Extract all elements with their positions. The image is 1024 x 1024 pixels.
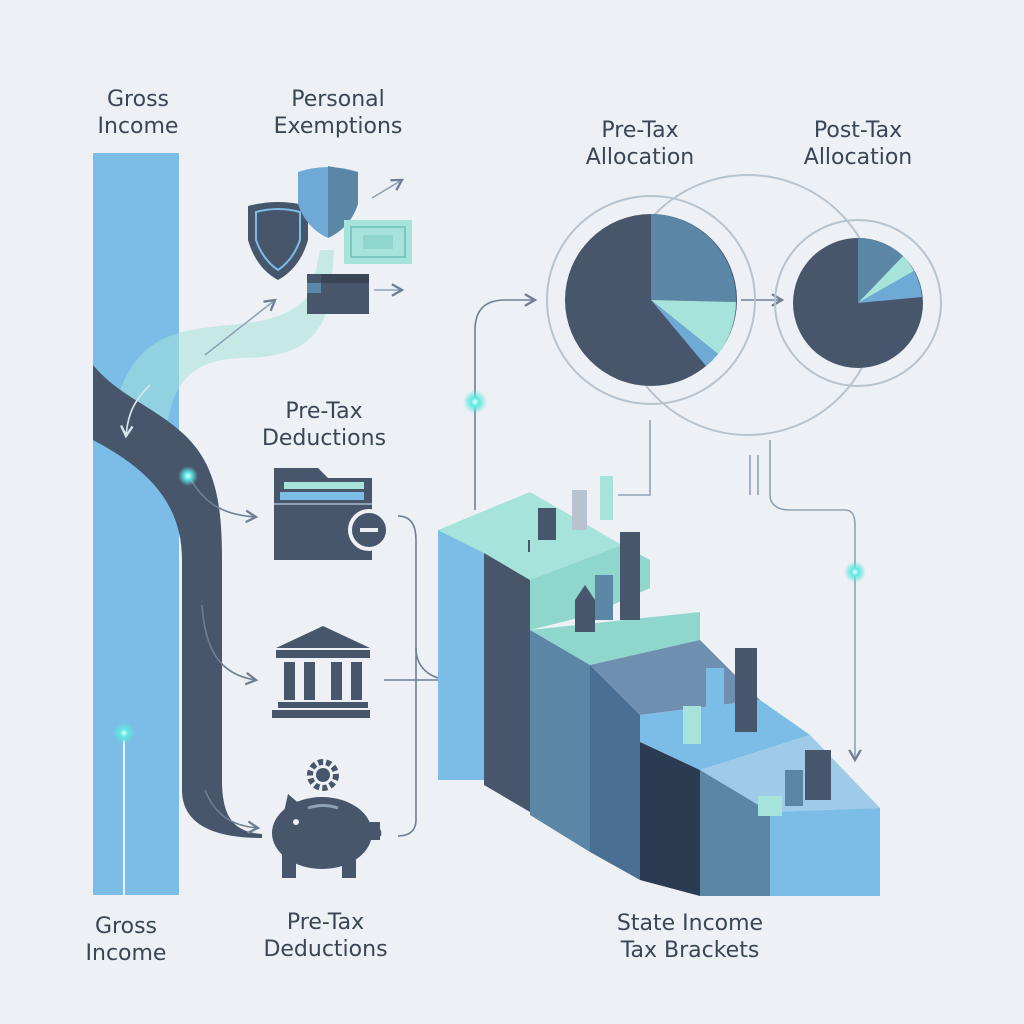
banknote-icon: [344, 220, 412, 264]
gross-income-bar: [93, 153, 179, 895]
post-tax-allocation-label: Post-Tax Allocation: [803, 118, 913, 170]
personal-exemptions-label: Personal Exemptions: [273, 87, 403, 139]
tax-bracket-staircase: [438, 492, 880, 896]
piggy-bank-gear-icon: [272, 759, 382, 878]
shield-icon: [248, 202, 308, 280]
gross-income-bottom-label: Gross Income: [85, 914, 167, 966]
wallet-icon: [307, 274, 369, 314]
shield-icon: [298, 166, 358, 238]
folder-minus-icon: [274, 468, 390, 560]
dark-income-stream: [93, 365, 262, 838]
exemption-flow-band: [120, 250, 334, 430]
state-income-tax-brackets-label: State Income Tax Brackets: [616, 911, 764, 963]
pre-tax-deductions-label: Pre-Tax Deductions: [261, 399, 387, 451]
bracket-mini-bars: [528, 476, 831, 816]
pre-tax-pie: [565, 214, 737, 386]
pre-tax-deductions-bottom-label: Pre-Tax Deductions: [263, 910, 388, 962]
post-tax-pie: [793, 237, 923, 368]
bank-building-icon: [272, 626, 370, 718]
pre-tax-allocation-label: Pre-Tax Allocation: [585, 118, 695, 170]
gross-income-top-label: Gross Income: [97, 87, 179, 139]
